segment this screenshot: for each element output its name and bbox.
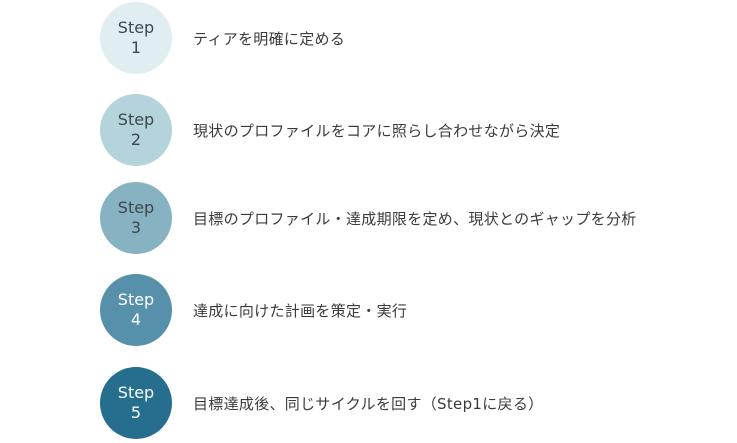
step-number: 3 xyxy=(130,218,142,237)
step-row: Step 3 目標のプロファイル・達成期限を定め、現状とのギャップを分析 xyxy=(100,182,737,254)
step-circle-label: Step xyxy=(117,18,155,37)
step-number: 5 xyxy=(130,403,142,422)
step-row: Step 2 現状のプロファイルをコアに照らし合わせながら決定 xyxy=(100,94,737,166)
step-circle: Step 3 xyxy=(100,182,172,254)
step-circle-label: Step xyxy=(117,110,155,129)
step-row: Step 4 達成に向けた計画を策定・実行 xyxy=(100,274,737,346)
step-number: 1 xyxy=(130,38,142,57)
step-description: 目標のプロファイル・達成期限を定め、現状とのギャップを分析 xyxy=(193,209,637,228)
step-description: ティアを明確に定める xyxy=(193,29,346,48)
step-number: 4 xyxy=(130,310,142,329)
step-circle-label: Step xyxy=(117,198,155,217)
step-description: 現状のプロファイルをコアに照らし合わせながら決定 xyxy=(193,121,561,140)
step-description: 達成に向けた計画を策定・実行 xyxy=(193,301,408,320)
step-description: 目標達成後、同じサイクルを回す（Step1に戻る） xyxy=(193,394,544,413)
step-circle: Step 2 xyxy=(100,94,172,166)
step-circle-label: Step xyxy=(117,383,155,402)
step-circle: Step 4 xyxy=(100,274,172,346)
step-circle: Step 1 xyxy=(100,2,172,74)
step-row: Step 1 ティアを明確に定める xyxy=(100,2,737,74)
step-number: 2 xyxy=(130,130,142,149)
step-circle: Step 5 xyxy=(100,367,172,439)
step-circle-label: Step xyxy=(117,290,155,309)
step-row: Step 5 目標達成後、同じサイクルを回す（Step1に戻る） xyxy=(100,367,737,439)
